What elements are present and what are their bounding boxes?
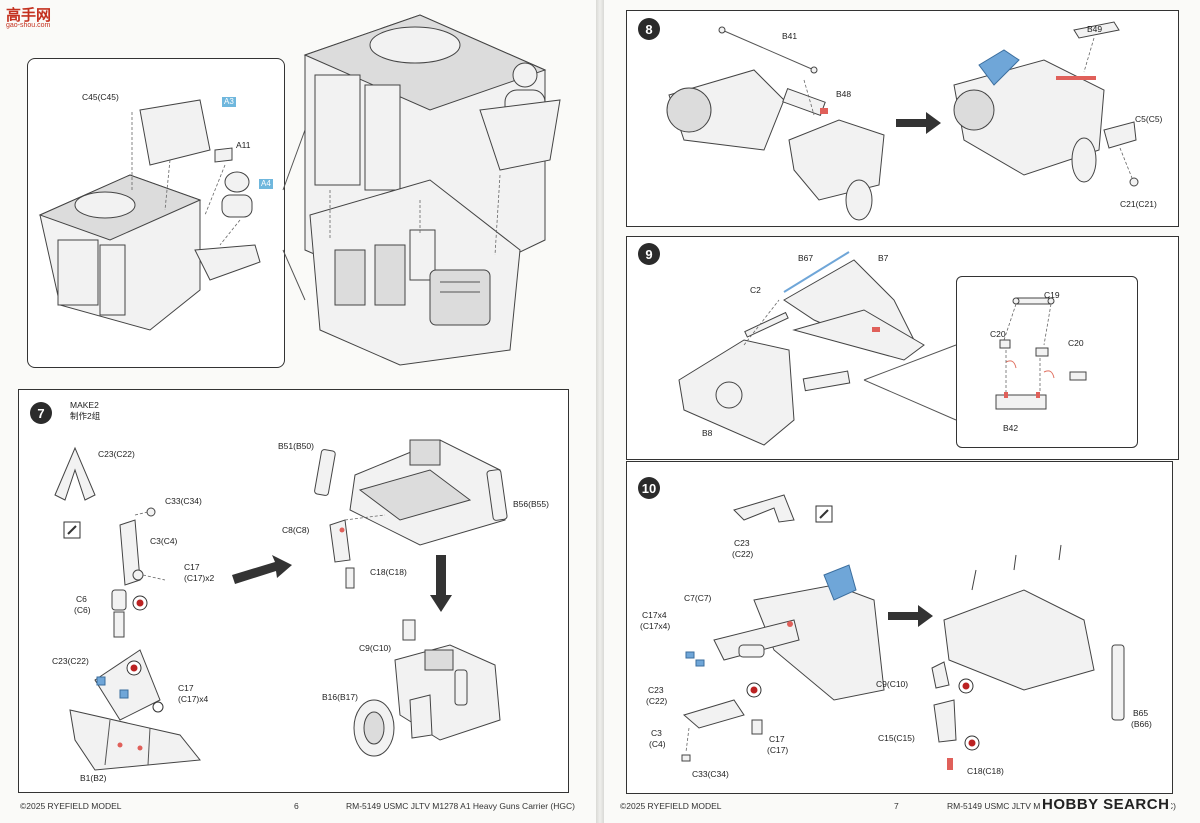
label-c6: C6 xyxy=(76,594,87,604)
left-page: 高手网 gao-shou.com xyxy=(0,0,596,823)
label-c17-b: C17 xyxy=(178,683,194,693)
label-c15: C15(C15) xyxy=(878,733,915,743)
label-c23-low: C23 xyxy=(648,685,664,695)
label-c33: C33(C34) xyxy=(692,769,729,779)
step-7-note-en: MAKE2 xyxy=(70,400,99,410)
label-c20-a: C20 xyxy=(990,329,1006,339)
label-c5: C5(C5) xyxy=(1135,114,1163,124)
label-c6-alt: (C6) xyxy=(74,605,91,615)
label-a11: A11 xyxy=(236,140,251,150)
watermark-logo: HOBBY SEARCH xyxy=(1040,796,1172,813)
label-c19: C19 xyxy=(1044,290,1060,300)
label-c45: C45(C45) xyxy=(82,92,119,102)
label-c17-b-qty: (C17)x4 xyxy=(178,694,209,704)
step-9-detail-inset xyxy=(956,276,1138,448)
label-c17: C17 xyxy=(769,734,785,744)
label-b56: B56(B55) xyxy=(513,499,549,509)
label-c33: C33(C34) xyxy=(165,496,202,506)
label-b7: B7 xyxy=(878,253,889,263)
label-b1: B1(B2) xyxy=(80,773,107,783)
label-c23-top: C23 xyxy=(734,538,750,548)
label-c23-mid: C23(C22) xyxy=(52,656,89,666)
label-b65-alt: (B66) xyxy=(1131,719,1152,729)
footer-title: RM-5149 USMC JLTV M1278 A1 Heavy Guns Ca… xyxy=(346,801,575,811)
footer-copyright: ©2025 RYEFIELD MODEL xyxy=(620,801,722,811)
footer-copyright: ©2025 RYEFIELD MODEL xyxy=(20,801,122,811)
step-9-badge: 9 xyxy=(638,243,660,265)
step-7-badge: 7 xyxy=(30,402,52,424)
footer-page-number: 7 xyxy=(894,801,899,811)
label-b49: B49 xyxy=(1087,24,1103,34)
tag-a3: A3 xyxy=(222,97,236,107)
right-page: 8 B41 B49 B48 C5(C5) C21(C21) 9 xyxy=(604,0,1200,823)
cab-assembly-illustration xyxy=(38,14,561,366)
step-9-illustration xyxy=(678,251,1087,446)
label-b67: B67 xyxy=(798,253,814,263)
step-7-illustration xyxy=(54,439,508,771)
label-c23-top-alt: (C22) xyxy=(732,549,754,559)
step-8-badge: 8 xyxy=(638,18,660,40)
step-8-illustration xyxy=(666,21,1139,221)
label-c3: C3 xyxy=(651,728,662,738)
tag-a4: A4 xyxy=(259,179,273,189)
label-c18: C18(C18) xyxy=(370,567,407,577)
label-c7: C7(C7) xyxy=(684,593,712,603)
label-c17-alt: (C17) xyxy=(767,745,789,755)
site-logo-subtext: gao-shou.com xyxy=(6,22,51,29)
label-b8: B8 xyxy=(702,428,713,438)
label-c17-a-qty: (C17)x2 xyxy=(184,573,215,583)
footer-page-number: 6 xyxy=(294,801,299,811)
step-7-note-zh: 制作2组 xyxy=(70,411,101,421)
label-b41: B41 xyxy=(782,31,798,41)
label-c17x4-alt: (C17x4) xyxy=(640,621,671,631)
label-c23-low-alt: (C22) xyxy=(646,696,668,706)
label-b51: B51(B50) xyxy=(278,441,314,451)
label-c21: C21(C21) xyxy=(1120,199,1157,209)
label-c2: C2 xyxy=(750,285,761,295)
step-10-badge: 10 xyxy=(638,477,660,499)
label-c23-top: C23(C22) xyxy=(98,449,135,459)
site-logo: 高手网 xyxy=(6,7,52,24)
step-10-illustration xyxy=(681,494,1125,770)
label-c17x4: C17x4 xyxy=(642,610,667,620)
label-b42: B42 xyxy=(1003,423,1019,433)
label-c9: C9(C10) xyxy=(876,679,909,689)
label-c8: C8(C8) xyxy=(282,525,310,535)
label-b65: B65 xyxy=(1133,708,1149,718)
label-b16: B16(B17) xyxy=(322,692,358,702)
label-b48: B48 xyxy=(836,89,852,99)
label-c9: C9(C10) xyxy=(359,643,392,653)
label-c3: C3(C4) xyxy=(150,536,178,546)
label-c17-a: C17 xyxy=(184,562,200,572)
label-c3-alt: (C4) xyxy=(649,739,666,749)
label-c18: C18(C18) xyxy=(967,766,1004,776)
label-c20-b: C20 xyxy=(1068,338,1084,348)
book-gutter xyxy=(596,0,604,823)
